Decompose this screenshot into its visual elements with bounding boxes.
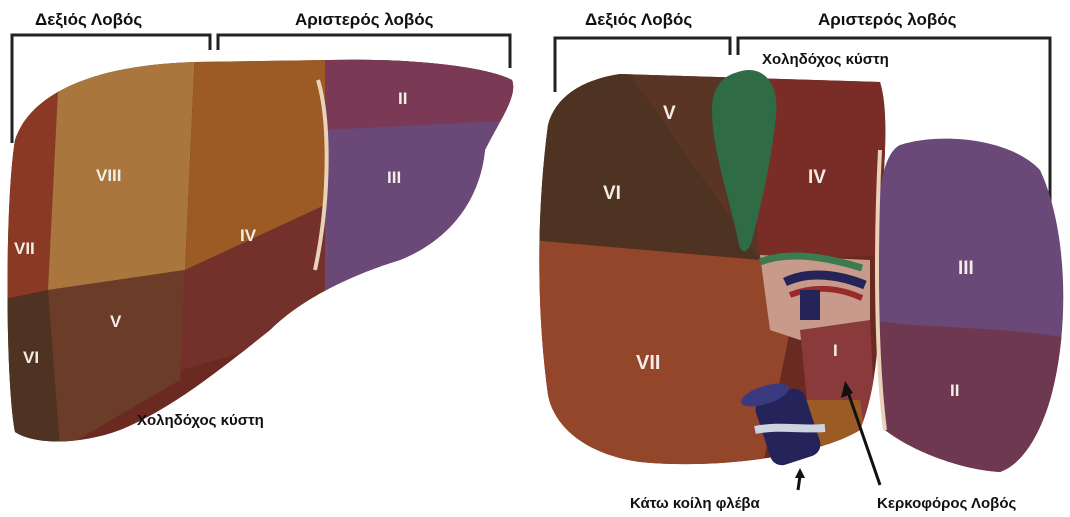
left-seg-6-label: VI [23,348,39,367]
right-seg-4-label: IV [808,167,826,188]
left-gallbladder-label: Χοληδόχος κύστη [137,412,264,429]
right-seg-6-label: VI [603,183,621,204]
left-seg-4-label: IV [240,226,257,245]
right-segment-2 [870,320,1070,500]
right-seg-3-label: III [958,258,974,279]
right-vessel-trunk [800,290,820,320]
right-ivc-label: Κάτω κοίλη φλέβα [630,495,761,512]
right-right-lobe-label: Δεξιός Λοβός [585,10,692,29]
left-liver-body [0,50,520,470]
right-seg-1-label: I [833,341,838,360]
right-seg-2-label: II [950,381,959,400]
ivc-pointer-arrowhead [795,468,805,478]
ivc-pointer-line [798,476,800,490]
left-seg-3-label: III [387,168,401,187]
left-view: Δεξιός Λοβός Αριστερός λοβός II III [0,10,520,470]
right-gallbladder-label: Χοληδόχος κύστη [762,51,889,68]
right-caudate-label: Κερκοφόρος Λοβός [877,495,1016,512]
right-left-lobe [870,120,1070,500]
right-ivc-ligament [755,428,825,430]
left-seg-2-label: II [398,89,407,108]
left-right-lobe-label: Δεξιός Λοβός [35,10,142,29]
left-seg-7-label: VII [14,239,35,258]
left-seg-8-label: VIII [96,166,122,185]
right-view: Δεξιός Λοβός Αριστερός λοβός [530,10,1070,512]
right-seg-5-label: V [663,103,676,124]
left-seg-5-label: V [110,312,122,331]
right-seg-7-label: VII [636,352,660,374]
left-segment-2 [325,50,520,130]
left-left-lobe-label: Αριστερός λοβός [295,10,434,29]
right-left-lobe-label: Αριστερός λοβός [818,10,957,29]
right-liver-body [530,60,890,480]
